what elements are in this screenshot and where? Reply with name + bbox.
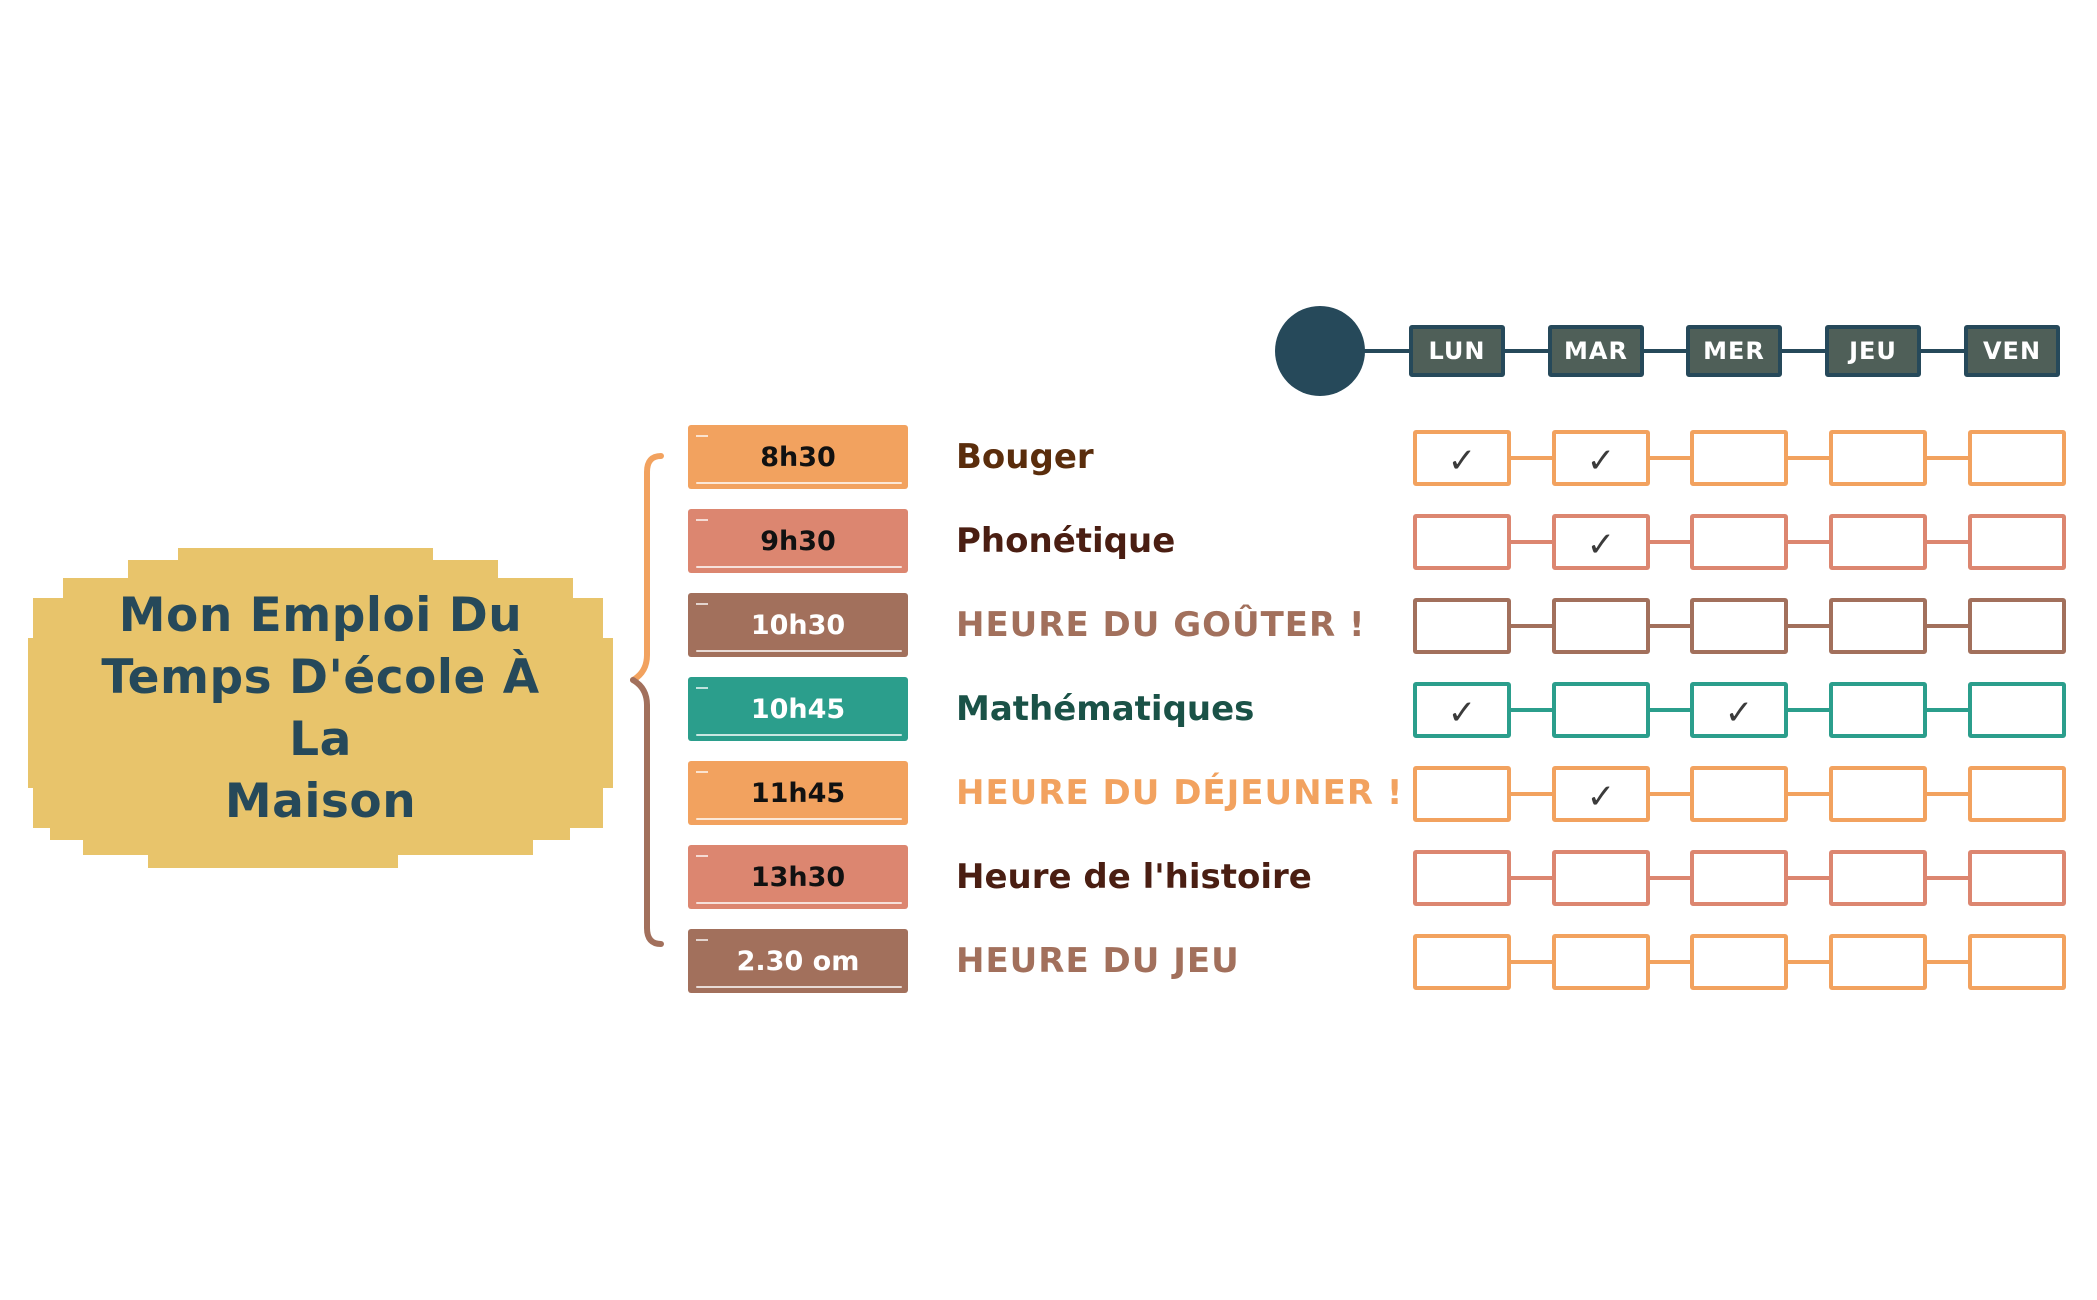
day-checkbox-mar[interactable]	[1552, 598, 1650, 654]
checkmark-icon: ✓	[1724, 693, 1754, 733]
day-checkbox-mer[interactable]: ✓	[1690, 682, 1788, 738]
time-label: 13h30	[688, 845, 908, 909]
day-checkbox-lun[interactable]: ✓	[1413, 682, 1511, 738]
day-checkbox-ven[interactable]	[1968, 766, 2066, 822]
day-checkbox-mer[interactable]	[1690, 430, 1788, 486]
day-checkbox-mer[interactable]	[1690, 766, 1788, 822]
day-checkbox-mar[interactable]	[1552, 934, 1650, 990]
day-checkbox-jeu[interactable]	[1829, 850, 1927, 906]
activity-label: HEURE DU DÉJEUNER !	[956, 773, 1404, 813]
title-line-2: Temps D'école À La	[101, 650, 540, 767]
day-header-lun: LUN	[1409, 325, 1505, 377]
day-checkbox-jeu[interactable]	[1829, 514, 1927, 570]
checkmark-icon: ✓	[1586, 777, 1616, 817]
checkmark-icon: ✓	[1447, 693, 1477, 733]
day-checkbox-lun[interactable]	[1413, 514, 1511, 570]
activity-label: Heure de l'histoire	[956, 857, 1312, 897]
time-label: 11h45	[688, 761, 908, 825]
page-title: Mon Emploi Du Temps D'école À La Maison	[28, 548, 613, 870]
time-label: 2.30 om	[688, 929, 908, 993]
day-checkbox-mer[interactable]	[1690, 934, 1788, 990]
day-checkbox-mar[interactable]: ✓	[1552, 766, 1650, 822]
activity-label: Mathématiques	[956, 689, 1255, 729]
activity-label: Phonétique	[956, 521, 1176, 561]
checkmark-icon: ✓	[1586, 441, 1616, 481]
time-label: 9h30	[688, 509, 908, 573]
day-checkbox-ven[interactable]	[1968, 682, 2066, 738]
day-header-mar: MAR	[1548, 325, 1644, 377]
day-header-mer: MER	[1686, 325, 1782, 377]
time-label: 8h30	[688, 425, 908, 489]
day-checkbox-lun[interactable]	[1413, 766, 1511, 822]
activity-label: HEURE DU JEU	[956, 941, 1240, 981]
day-checkbox-jeu[interactable]	[1829, 934, 1927, 990]
day-checkbox-ven[interactable]	[1968, 850, 2066, 906]
activity-label: Bouger	[956, 437, 1094, 477]
checkmark-icon: ✓	[1447, 441, 1477, 481]
day-checkbox-lun[interactable]: ✓	[1413, 430, 1511, 486]
day-checkbox-jeu[interactable]	[1829, 682, 1927, 738]
time-label: 10h45	[688, 677, 908, 741]
day-checkbox-mar[interactable]	[1552, 850, 1650, 906]
activity-label: HEURE DU GOÛTER !	[956, 605, 1366, 645]
header-circle	[1275, 306, 1365, 396]
day-header-ven: VEN	[1964, 325, 2060, 377]
day-checkbox-mer[interactable]	[1690, 850, 1788, 906]
day-checkbox-mar[interactable]: ✓	[1552, 430, 1650, 486]
day-checkbox-ven[interactable]	[1968, 430, 2066, 486]
day-checkbox-lun[interactable]	[1413, 934, 1511, 990]
title-line-3: Maison	[224, 774, 417, 829]
day-checkbox-mar[interactable]	[1552, 682, 1650, 738]
day-checkbox-lun[interactable]	[1413, 598, 1511, 654]
title-blob	[28, 548, 613, 870]
day-checkbox-mer[interactable]	[1690, 598, 1788, 654]
title-line-1: Mon Emploi Du	[118, 588, 523, 643]
day-checkbox-lun[interactable]	[1413, 850, 1511, 906]
checkmark-icon: ✓	[1586, 525, 1616, 565]
day-checkbox-mar[interactable]: ✓	[1552, 514, 1650, 570]
day-checkbox-jeu[interactable]	[1829, 598, 1927, 654]
day-checkbox-jeu[interactable]	[1829, 766, 1927, 822]
day-checkbox-ven[interactable]	[1968, 934, 2066, 990]
day-checkbox-mer[interactable]	[1690, 514, 1788, 570]
day-checkbox-ven[interactable]	[1968, 598, 2066, 654]
day-header-jeu: JEU	[1825, 325, 1921, 377]
time-label: 10h30	[688, 593, 908, 657]
day-checkbox-ven[interactable]	[1968, 514, 2066, 570]
day-checkbox-jeu[interactable]	[1829, 430, 1927, 486]
curly-bracket-icon	[630, 453, 664, 947]
